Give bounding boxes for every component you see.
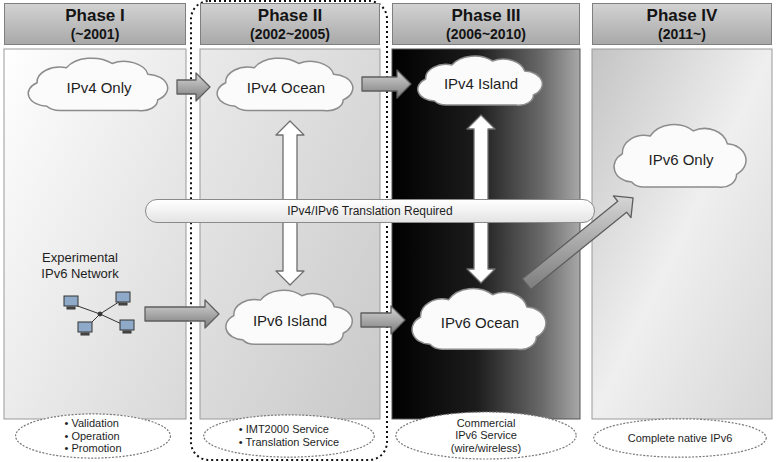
network-icon [64,292,134,335]
note-item: • Promotion [64,442,121,455]
phase-header: Phase IV(2011~) [592,3,772,45]
text-group: • Validation• Operation• Promotion [64,417,121,455]
text-group: Phase II(2002~2005) [250,6,330,42]
note-item: • Operation [64,430,121,443]
phase-title: Phase III [446,6,526,26]
flow-arrow [361,306,405,334]
network-label: IPv6 Ocean [441,314,519,331]
network-group: Experimental IPv6 Network [18,248,142,340]
oval-shape [204,415,375,457]
text-group: IPv6 Ocean [441,314,519,331]
cloud-shape [217,58,353,111]
text-group: Phase III(2006~2010) [446,6,526,42]
cloud-shape [412,289,546,350]
phase-title: Phase I [65,6,125,26]
text-group: IPv4 Only [66,79,131,96]
network-cloud: IPv6 Island [222,288,358,352]
network-label: IPv6 Only [648,151,713,168]
network-cloud: IPv4 Ocean [213,56,359,118]
network-cloud: IPv4 Only [24,56,174,118]
text-group: IPv6 Only [648,151,713,168]
phase-period: (~2001) [65,26,125,42]
phase-title: Phase II [250,6,330,26]
phase-header: Phase II(2002~2005) [200,3,380,45]
flow-arrow [362,70,411,98]
phase-header: Phase I(~2001) [4,3,186,45]
note-text: Complete native IPv6 [628,432,733,445]
note-item: • Validation [64,417,121,430]
cloud-shape [418,56,543,105]
text-group: • IMT2000 Service• Translation Service [239,423,339,448]
text-group: Phase IV(2011~) [647,6,718,42]
phase-note: • Validation• Operation• Promotion [14,413,172,459]
network-cloud: IPv6 Only [610,122,752,196]
text-group: IPv4 Island [444,75,518,92]
cloud-shape [226,290,352,344]
phase-panel [592,49,772,419]
note-text: Commercial IPv6 Service (wire/wireless) [445,417,527,455]
highlight-outline [191,1,387,460]
cloud-shape [28,58,167,111]
phase-period: (2011~) [647,26,718,42]
oval-shape [16,414,171,458]
text-group: Complete native IPv6 [628,432,733,445]
network-label: IPv4 Only [66,79,131,96]
oval-shape [594,419,766,457]
phase-title: Phase IV [647,6,718,26]
phase-header: Phase III(2006~2010) [392,3,580,45]
phase-panel [200,49,380,419]
network-cloud: IPv4 Island [414,54,548,112]
band-label: IPv4/IPv6 Translation Required [287,204,452,218]
phase-note: Complete native IPv6 [592,418,768,458]
note-item: • Translation Service [239,436,339,449]
note-item: • IMT2000 Service [239,423,339,436]
network-label: IPv4 Island [444,75,518,92]
text-group: Commercial IPv6 Service (wire/wireless) [445,417,527,455]
phase-panel [392,49,580,419]
translation-band: IPv4/IPv6 Translation Required [145,199,595,223]
text-group: IPv6 Island [253,312,327,329]
flow-arrow [145,300,219,328]
network-cloud: IPv6 Ocean [408,286,552,358]
text-group: IPv4 Ocean [247,79,325,96]
phase-note: Commercial IPv6 Service (wire/wireless) [394,411,578,460]
text-group: Phase I(~2001) [65,6,125,42]
phase-note: • IMT2000 Service• Translation Service [202,414,376,458]
network-label: IPv6 Island [253,312,327,329]
phase-period: (2006~2010) [446,26,526,42]
network-label: Experimental IPv6 Network [32,250,128,281]
network-label: IPv4 Ocean [247,79,325,96]
text-group: Experimental IPv6 Network [32,250,128,281]
text-group: IPv4/IPv6 Translation Required [287,204,452,218]
phase-period: (2002~2005) [250,26,330,42]
oval-shape [396,412,576,459]
flow-arrow [177,73,210,101]
phase-panel [4,49,186,419]
cloud-shape [614,125,746,188]
